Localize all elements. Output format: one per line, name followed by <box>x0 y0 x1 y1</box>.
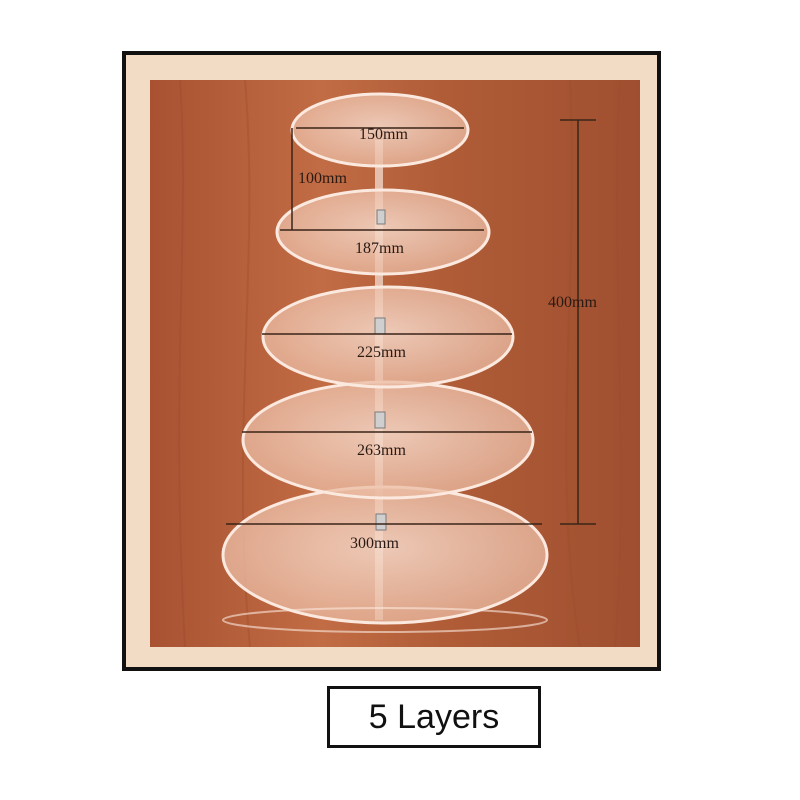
cake-stand-illustration <box>150 80 640 647</box>
caption-text: 5 Layers <box>368 697 500 736</box>
tier-1-dimension-label: 150mm <box>359 126 408 143</box>
tier-4-plate <box>241 380 535 500</box>
tier-2-dimension-label: 187mm <box>355 240 404 257</box>
caption-box: 5 Layers <box>327 686 541 748</box>
spacing-dimension-label: 100mm <box>298 170 347 187</box>
height-dimension-label: 400mm <box>548 294 597 311</box>
tier-3-dimension-label: 225mm <box>357 344 406 361</box>
tier-4-dimension-label: 263mm <box>357 442 406 459</box>
tier-3-plate <box>261 285 515 389</box>
tier-5-dimension-label: 300mm <box>350 535 399 552</box>
product-photo: 150mm 100mm 187mm 225mm 263mm 300mm 400m… <box>150 80 640 647</box>
tier-2-plate <box>275 188 491 276</box>
tier-5-plate <box>221 485 549 625</box>
